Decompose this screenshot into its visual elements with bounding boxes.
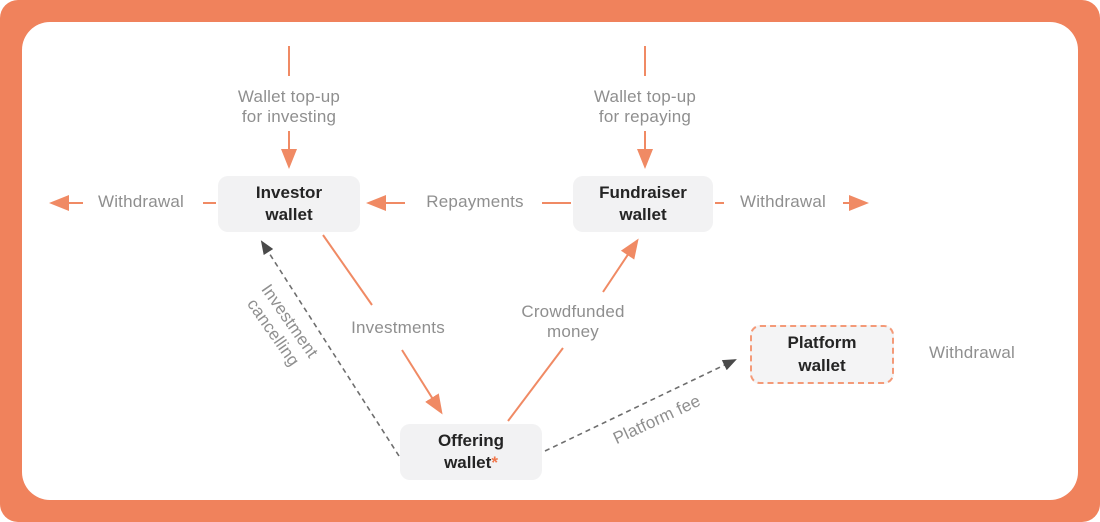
label-investments: Investments <box>351 317 445 337</box>
node-fundraiser-label-line1: Fundraiser <box>599 182 687 202</box>
node-investor-label-line2: wallet <box>265 205 313 224</box>
label-withdrawal-platform: Withdrawal <box>928 342 1016 362</box>
node-fundraiser-label-line2: wallet <box>619 205 667 224</box>
node-platform-wallet: Platform wallet <box>750 325 894 384</box>
node-offering-label-line2: wallet* <box>444 452 498 474</box>
node-investor-wallet: Investor wallet <box>218 176 360 232</box>
label-crowdfunded-money: Crowdfunded money <box>521 301 625 341</box>
label-wallet-topup-repaying: Wallet top-up for repaying <box>593 86 697 126</box>
node-offering-label-line1: Offering <box>437 430 505 450</box>
label-wallet-topup-investing: Wallet top-up for investing <box>237 86 341 126</box>
node-investor-label-line1: Investor <box>255 182 323 202</box>
label-withdrawal-fundraiser: Withdrawal <box>739 191 827 211</box>
node-platform-label-line2: wallet <box>798 355 846 375</box>
node-platform-label-line1: Platform <box>787 333 857 353</box>
node-fundraiser-wallet: Fundraiser wallet <box>573 176 713 232</box>
node-offering-wallet: Offering wallet* <box>400 424 542 480</box>
node-offering-label-wallet: wallet <box>444 453 492 472</box>
diagram-card <box>22 22 1078 500</box>
label-withdrawal-left: Withdrawal <box>97 191 185 211</box>
offering-asterisk: * <box>491 453 498 472</box>
label-repayments: Repayments <box>426 191 524 211</box>
